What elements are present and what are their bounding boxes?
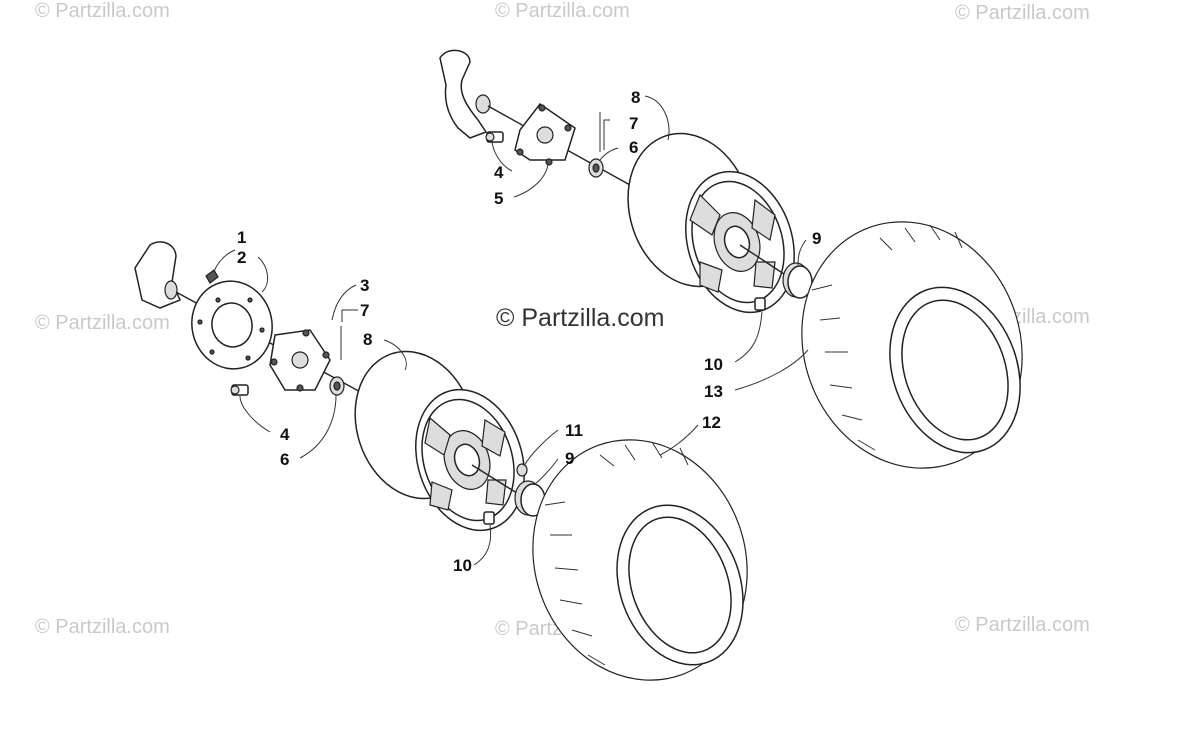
watermark-top-right: © Partzilla.com (955, 2, 1090, 24)
watermark-mid-left: © Partzilla.com (35, 312, 170, 334)
upper-hubcap (782, 262, 813, 299)
watermark-bottom-right: © Partzilla.com (955, 614, 1090, 636)
callout-2: 2 (237, 248, 246, 267)
upper-rim (627, 132, 795, 314)
callout-10-upper: 10 (704, 355, 723, 374)
watermark-top-left: © Partzilla.com (35, 0, 170, 22)
callout-9-upper: 9 (812, 229, 821, 248)
lower-lug-nut (516, 463, 528, 477)
callout-7-lower: 7 (360, 301, 369, 320)
lower-brake-rotor (191, 280, 273, 370)
lower-tire (532, 439, 748, 681)
callout-7-upper: 7 (629, 114, 638, 133)
upper-bolt (485, 131, 504, 143)
callout-8-lower: 8 (363, 330, 372, 349)
lower-valve-stem (483, 511, 495, 525)
callout-4-lower: 4 (280, 425, 290, 444)
watermark-top-center: © Partzilla.com (495, 0, 630, 22)
lower-hub (269, 329, 331, 392)
callout-10-lower: 10 (453, 556, 472, 575)
upper-tire (801, 221, 1023, 469)
lower-rim (354, 350, 525, 532)
lower-nut (329, 376, 345, 396)
watermark-bottom-left: © Partzilla.com (35, 616, 170, 638)
callout-3: 3 (360, 276, 369, 295)
callout-13: 13 (704, 382, 723, 401)
callout-1: 1 (237, 228, 246, 247)
upper-valve-stem (754, 297, 766, 311)
callout-4-upper: 4 (494, 163, 504, 182)
callout-5-upper: 5 (494, 189, 503, 208)
callout-12: 12 (702, 413, 721, 432)
callout-8-upper: 8 (631, 88, 640, 107)
watermark-center: © Partzilla.com (496, 304, 665, 332)
callout-11: 11 (565, 421, 583, 440)
lower-rotor-bolt (205, 269, 219, 284)
callout-6-upper: 6 (629, 138, 638, 157)
callout-9-lower: 9 (565, 449, 574, 468)
callout-6-lower: 6 (280, 450, 289, 469)
leader-lines (213, 95, 809, 566)
upper-hub (514, 102, 576, 166)
lower-bolt (230, 384, 249, 396)
upper-nut (588, 158, 604, 178)
